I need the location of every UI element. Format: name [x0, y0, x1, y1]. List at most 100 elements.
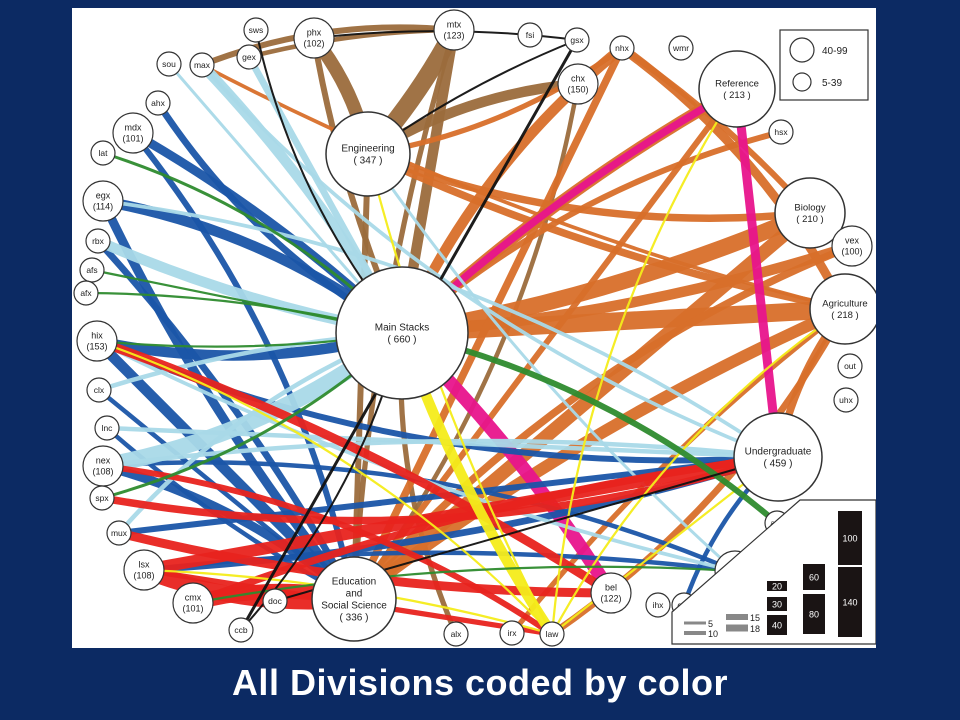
node-bel-circle: [590, 572, 632, 614]
legend-bar-60-label: 60: [809, 573, 819, 583]
node-afs: afs: [79, 257, 105, 283]
node-fsi: fsi: [517, 22, 543, 48]
node-education-label: Education: [332, 577, 376, 588]
node-afx-label: afx: [80, 288, 92, 298]
legend-bar-140-label: 140: [842, 598, 857, 608]
node-phx-count: (102): [303, 39, 324, 49]
node-uhx-circle: [833, 387, 859, 413]
legend-bar-60: [803, 564, 825, 590]
node-spx-label: spx: [95, 493, 109, 503]
node-mtx-label: mtx: [447, 20, 462, 30]
node-reference-label: Reference: [715, 79, 759, 90]
node-phx: phx(102): [293, 17, 335, 59]
node-bel-label: bel: [605, 583, 617, 593]
legend-line-18-label: 18: [750, 624, 760, 634]
node-engineering-label: Engineering: [341, 144, 394, 155]
node-gsx-label: gsx: [570, 35, 584, 45]
node-chx: chx(150): [557, 63, 599, 105]
node-undergrad: Undergraduate( 459 ): [733, 412, 823, 502]
node-spx: spx: [89, 485, 115, 511]
node-reference-circle: [698, 50, 776, 128]
node-hix: hix(153): [76, 320, 118, 362]
node-bel: bel(122): [590, 572, 632, 614]
node-egx-label: egx: [96, 191, 111, 201]
node-clx: clx: [86, 377, 112, 403]
node-out: out: [837, 353, 863, 379]
node-law-label: law: [546, 629, 560, 639]
node-lsx-circle: [123, 549, 165, 591]
legend-bar-20: [767, 581, 787, 591]
legend-circle-large: [789, 37, 815, 63]
edge-hix-education: [91, 335, 360, 605]
legend-bar-30: [767, 597, 787, 611]
node-agriculture: Agriculture( 218 ): [809, 273, 876, 345]
node-lnc-circle: [94, 415, 120, 441]
node-nhx: nhx: [609, 35, 635, 61]
node-afx-circle: [73, 280, 99, 306]
legend-circle-large-label: 40-99: [822, 46, 848, 57]
node-mdx-circle: [112, 112, 154, 154]
node-vex-circle: [831, 225, 873, 267]
node-engineering-circle: [325, 111, 411, 197]
node-nhx-label: nhx: [615, 43, 629, 53]
node-ccb: ccb: [228, 617, 254, 643]
node-hsx-circle: [768, 119, 794, 145]
node-sou-label: sou: [162, 59, 176, 69]
edge-reference-undergrad: [732, 84, 783, 462]
node-afx: afx: [73, 280, 99, 306]
node-doc: doc: [262, 588, 288, 614]
edge-spx-undergrad: [98, 453, 782, 525]
node-out-circle: [837, 353, 863, 379]
node-layer: Main Stacks( 660 )Undergraduate( 459 )En…: [73, 9, 876, 647]
node-reference-count: ( 213 ): [723, 90, 750, 101]
node-education-circle: [311, 556, 397, 642]
slide-caption: All Divisions coded by color: [231, 662, 729, 703]
node-sws: sws: [243, 17, 269, 43]
node-irx-circle: [499, 620, 525, 646]
node-ahx-circle: [145, 90, 171, 116]
node-mux: mux: [106, 520, 132, 546]
node-lat-circle: [90, 140, 116, 166]
node-mdx: mdx(101): [112, 112, 154, 154]
node-law: law: [539, 621, 565, 647]
node-alx-circle: [443, 621, 469, 647]
legend-circle-box: [779, 29, 869, 101]
node-law-circle: [539, 621, 565, 647]
node-mtx: mtx(123): [433, 9, 475, 51]
legend-circle-small-label: 5-39: [822, 78, 842, 89]
node-fsi-circle: [517, 22, 543, 48]
node-sou-circle: [156, 51, 182, 77]
node-phx-label: phx: [307, 28, 322, 38]
node-gex-circle: [236, 44, 262, 70]
node-hsx-label: hsx: [774, 127, 788, 137]
legend-bar-80: [803, 594, 825, 634]
node-undergrad-circle: [733, 412, 823, 502]
node-lat-label: lat: [99, 148, 109, 158]
node-sws-circle: [243, 17, 269, 43]
node-uhx-label: uhx: [839, 395, 853, 405]
node-lsx-label: lsx: [139, 560, 150, 570]
node-mtx-circle: [433, 9, 475, 51]
node-wmr-circle: [668, 35, 694, 61]
node-lsx-count: (108): [133, 571, 154, 581]
edge-vex-education: [350, 242, 856, 603]
node-lsx: lsx(108): [123, 549, 165, 591]
node-agriculture-count: ( 218 ): [831, 310, 858, 321]
node-max-circle: [189, 52, 215, 78]
node-gex: gex: [236, 44, 262, 70]
node-mux-label: mux: [111, 528, 128, 538]
node-fsi-label: fsi: [526, 30, 535, 40]
legend-circle-small: [792, 72, 812, 92]
node-chx-circle: [557, 63, 599, 105]
edge-hix-bel: [92, 336, 616, 598]
node-lat: lat: [90, 140, 116, 166]
node-cmx: cmx(101): [172, 582, 214, 624]
node-reference: Reference( 213 ): [698, 50, 776, 128]
legend-bar-30-label: 30: [772, 600, 782, 610]
node-mdx-label: mdx: [124, 123, 142, 133]
node-cmx-circle: [172, 582, 214, 624]
legend-bar-40-label: 40: [772, 621, 782, 631]
node-engineering-count: ( 347 ): [354, 156, 383, 167]
edge-lsx-arx: [141, 550, 738, 574]
